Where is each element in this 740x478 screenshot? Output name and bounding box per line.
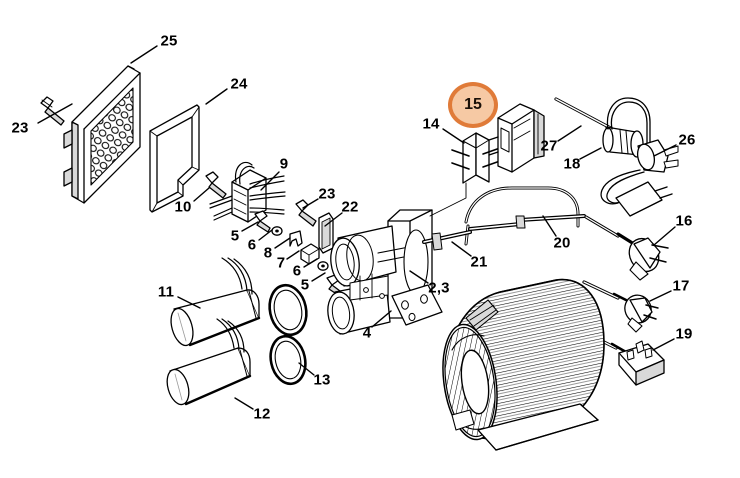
part-nut-7 bbox=[300, 243, 320, 265]
callout-23-mid: 23 bbox=[318, 185, 336, 203]
part-grille-25 bbox=[63, 65, 141, 204]
part-gasket-24 bbox=[149, 104, 200, 213]
callout-9: 9 bbox=[279, 155, 289, 173]
callout-5-upper: 5 bbox=[230, 227, 240, 245]
callout-27: 27 bbox=[540, 137, 558, 155]
callout-5-lower: 5 bbox=[300, 276, 310, 294]
callout-6-lower: 6 bbox=[292, 262, 302, 280]
callout-17: 17 bbox=[672, 277, 690, 295]
callout-12: 12 bbox=[253, 405, 271, 423]
callout-25: 25 bbox=[160, 32, 178, 50]
callout-10: 10 bbox=[174, 198, 192, 216]
callout-14: 14 bbox=[422, 115, 440, 133]
part-retainer-22 bbox=[318, 212, 334, 254]
callout-19: 19 bbox=[675, 325, 693, 343]
part-cord-17 bbox=[582, 280, 659, 333]
part-stator-motor bbox=[442, 278, 605, 451]
callout-16: 16 bbox=[675, 212, 693, 230]
part-handle-tube-20 bbox=[464, 186, 580, 246]
callout-23-left: 23 bbox=[11, 119, 29, 137]
callout-4: 4 bbox=[362, 324, 372, 342]
part-screw-10 bbox=[205, 171, 227, 199]
part-bracket-14 bbox=[429, 132, 501, 217]
part-fastener-5-upper bbox=[254, 210, 271, 233]
part-switch-15 bbox=[488, 103, 545, 173]
callout-6-upper: 6 bbox=[247, 236, 257, 254]
callout-11: 11 bbox=[157, 283, 175, 301]
part-screw-23-left bbox=[40, 96, 65, 126]
callout-24: 24 bbox=[230, 75, 248, 93]
highlight-circle-part-15[interactable] bbox=[448, 82, 498, 128]
callout-2-3: 2,3 bbox=[428, 279, 450, 297]
part-oring-13 bbox=[269, 334, 307, 386]
callout-8: 8 bbox=[263, 244, 273, 262]
part-mounting-plate-2-3 bbox=[391, 284, 443, 326]
part-washer-6-lower bbox=[317, 261, 329, 271]
part-cord-16 bbox=[584, 215, 669, 281]
part-oring-7 bbox=[268, 283, 308, 337]
callout-7: 7 bbox=[276, 254, 286, 272]
callout-18: 18 bbox=[563, 155, 581, 173]
part-washer-6-upper bbox=[271, 226, 283, 236]
callout-20: 20 bbox=[553, 234, 571, 252]
callout-13: 13 bbox=[313, 371, 331, 389]
part-screw-23-mid bbox=[295, 199, 317, 227]
callout-26: 26 bbox=[678, 131, 696, 149]
highlight-label-15: 15 bbox=[464, 96, 482, 113]
callout-21: 21 bbox=[470, 253, 488, 271]
part-capacitor-12 bbox=[166, 318, 252, 406]
part-capacitor-11 bbox=[170, 257, 261, 347]
part-clip-8 bbox=[289, 230, 303, 247]
callout-22: 22 bbox=[341, 198, 359, 216]
